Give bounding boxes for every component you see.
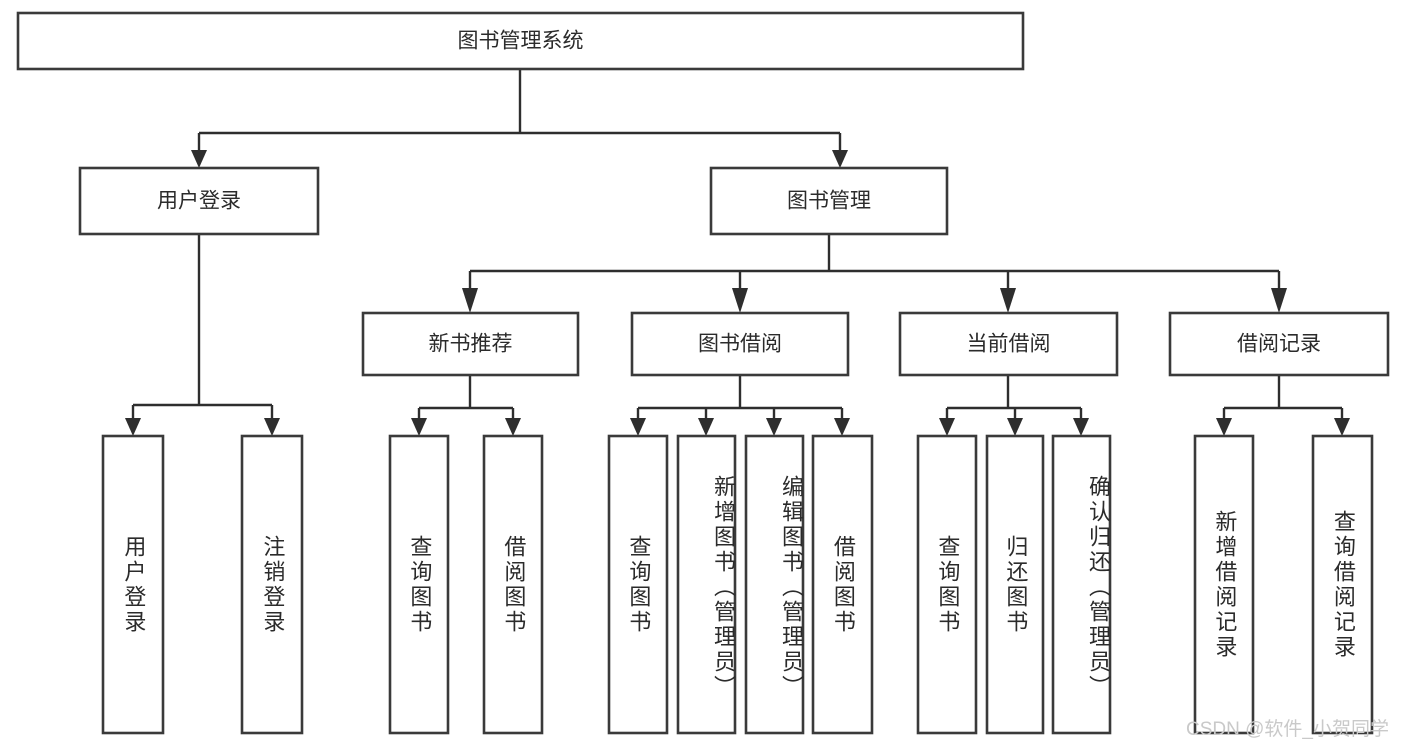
leaf-box[interactable] <box>607 434 669 735</box>
leaf-box[interactable] <box>1311 434 1374 735</box>
node-book-borrow-label: 图书借阅 <box>698 333 782 356</box>
leaf-box[interactable] <box>916 434 978 735</box>
leaf-box[interactable] <box>985 434 1045 735</box>
node-new-book-recommend[interactable]: 新书推荐 <box>361 311 580 377</box>
leaf-box[interactable] <box>101 434 165 735</box>
node-borrow-record-label: 借阅记录 <box>1237 333 1321 356</box>
node-user-login[interactable]: 用户登录 <box>78 166 320 236</box>
connector-group-book-manage <box>462 234 1287 313</box>
node-new-book-recommend-label: 新书推荐 <box>429 333 513 356</box>
node-book-manage[interactable]: 图书管理 <box>709 166 949 236</box>
connector-group-current-borrow <box>939 375 1089 436</box>
leaf-box[interactable] <box>482 434 544 735</box>
connector-group-new-book <box>411 375 521 436</box>
leaf-boxes <box>101 434 1374 735</box>
leaf-box[interactable] <box>1193 434 1255 735</box>
connector-group-book-borrow <box>630 375 850 436</box>
leaf-box[interactable] <box>388 434 450 735</box>
node-root[interactable]: 图书管理系统 <box>16 11 1025 71</box>
connector-group-user-login <box>125 234 280 436</box>
node-current-borrow-label: 当前借阅 <box>967 333 1051 356</box>
leaf-box[interactable] <box>811 434 874 735</box>
connector-group-root <box>191 69 848 168</box>
node-user-login-label: 用户登录 <box>157 190 241 213</box>
leaf-box[interactable] <box>1051 434 1112 735</box>
connector-group-borrow-record <box>1216 375 1350 436</box>
leaf-box[interactable] <box>744 434 805 735</box>
node-root-label: 图书管理系统 <box>458 30 584 53</box>
node-current-borrow[interactable]: 当前借阅 <box>898 311 1119 377</box>
node-book-borrow[interactable]: 图书借阅 <box>630 311 850 377</box>
csdn-watermark: CSDN @软件_小贺同学 <box>1186 719 1389 740</box>
node-borrow-record[interactable]: 借阅记录 <box>1168 311 1390 377</box>
leaf-box[interactable] <box>676 434 737 735</box>
node-book-manage-label: 图书管理 <box>787 190 871 213</box>
leaf-box[interactable] <box>240 434 304 735</box>
